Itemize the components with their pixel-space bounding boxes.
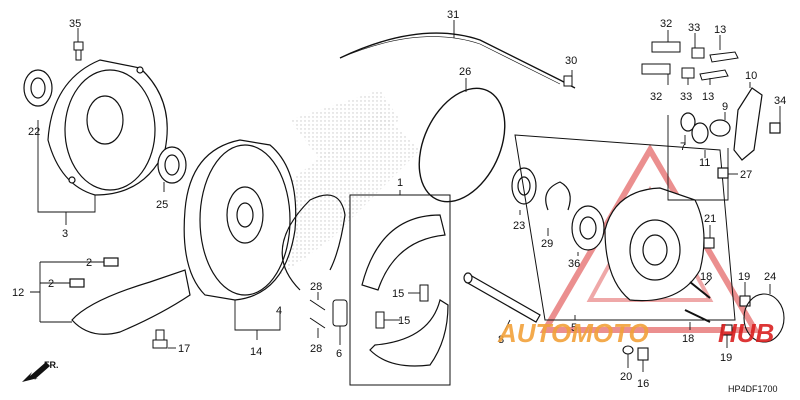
- part-label-31: 31: [447, 9, 459, 21]
- part-label-7: 7: [680, 141, 686, 153]
- part-label-35: 35: [69, 18, 81, 30]
- part-label-29: 29: [541, 238, 553, 250]
- housing-5-drawing: [514, 134, 736, 321]
- part-label-15b: 15: [398, 315, 410, 327]
- part-label-12: 12: [12, 287, 24, 299]
- part-label-2b: 2: [48, 278, 54, 290]
- fitting-30-drawing: [563, 75, 573, 87]
- cable-31-drawing: [339, 32, 576, 89]
- leader-lines: [30, 20, 781, 372]
- circlip-4-drawing: [281, 194, 346, 291]
- pins-28-6-drawing: [309, 299, 348, 329]
- seal-22-drawing: [23, 69, 53, 107]
- bolt-35-drawing: [73, 41, 84, 61]
- watermark-text-right: HUB: [718, 318, 774, 348]
- part-label-2a: 2: [86, 257, 92, 269]
- watermark-text: AUTOMOTO HUB: [497, 318, 774, 348]
- part-label-3: 3: [62, 228, 68, 240]
- part-number-labels: 35 22 3 25 2 2 12 17 14 4 28 28 6 15 15 …: [12, 9, 786, 390]
- part-label-19b: 19: [720, 352, 732, 364]
- part-label-16: 16: [637, 378, 649, 390]
- o-ring-26-drawing: [418, 87, 506, 203]
- part-label-15a: 15: [392, 288, 404, 300]
- part-label-27: 27: [740, 169, 752, 181]
- part-label-18a: 18: [700, 271, 712, 283]
- bearing-set-drawing: [511, 167, 605, 251]
- part-label-19a: 19: [738, 271, 750, 283]
- diagram-code: HP4DF1700: [728, 384, 778, 394]
- part-label-32a: 32: [660, 18, 672, 30]
- part-label-9: 9: [722, 101, 728, 113]
- part-label-33a: 33: [688, 22, 700, 34]
- part-label-6: 6: [336, 348, 342, 360]
- part-label-21: 21: [704, 213, 716, 225]
- part-label-25: 25: [156, 199, 168, 211]
- part-label-32b: 32: [650, 91, 662, 103]
- lever-group-drawing: [680, 87, 781, 179]
- part-label-17: 17: [178, 343, 190, 355]
- part-label-18b: 18: [682, 333, 694, 345]
- guard-12-drawing: [69, 257, 191, 335]
- part-label-10: 10: [745, 70, 757, 82]
- shaft-8-drawing: [463, 272, 541, 323]
- brake-shoe-set-1-drawing: [349, 194, 451, 386]
- front-direction-arrow: FR.: [22, 360, 59, 382]
- fasteners-drawing: [622, 237, 785, 361]
- part-label-30: 30: [565, 55, 577, 67]
- part-label-28a: 28: [310, 281, 322, 293]
- part-label-11: 11: [699, 157, 710, 169]
- part-label-24: 24: [764, 271, 776, 283]
- part-label-36: 36: [568, 258, 580, 270]
- seal-25-drawing: [157, 146, 187, 184]
- brake-drum-14-drawing: [183, 139, 297, 301]
- drum-cover-3-drawing: [47, 59, 168, 196]
- part-label-8: 8: [498, 334, 504, 346]
- part-label-1: 1: [397, 177, 403, 189]
- part-label-20: 20: [620, 371, 632, 383]
- front-direction-label: FR.: [44, 360, 59, 370]
- springs-pins-32-33-13-drawing: [641, 41, 739, 81]
- watermark-text-left: AUTOMOTO: [497, 318, 649, 348]
- part-label-4: 4: [276, 305, 282, 317]
- part-label-23: 23: [513, 220, 525, 232]
- part-label-13b: 13: [702, 91, 714, 103]
- part-label-14: 14: [250, 346, 262, 358]
- part-label-26: 26: [459, 66, 471, 78]
- part-label-28b: 28: [310, 343, 322, 355]
- part-label-5: 5: [571, 322, 577, 334]
- bolt-17-drawing: [152, 329, 168, 349]
- part-label-34: 34: [774, 95, 786, 107]
- part-label-13a: 13: [714, 24, 726, 36]
- part-label-33b: 33: [680, 91, 692, 103]
- part-label-22: 22: [28, 126, 40, 138]
